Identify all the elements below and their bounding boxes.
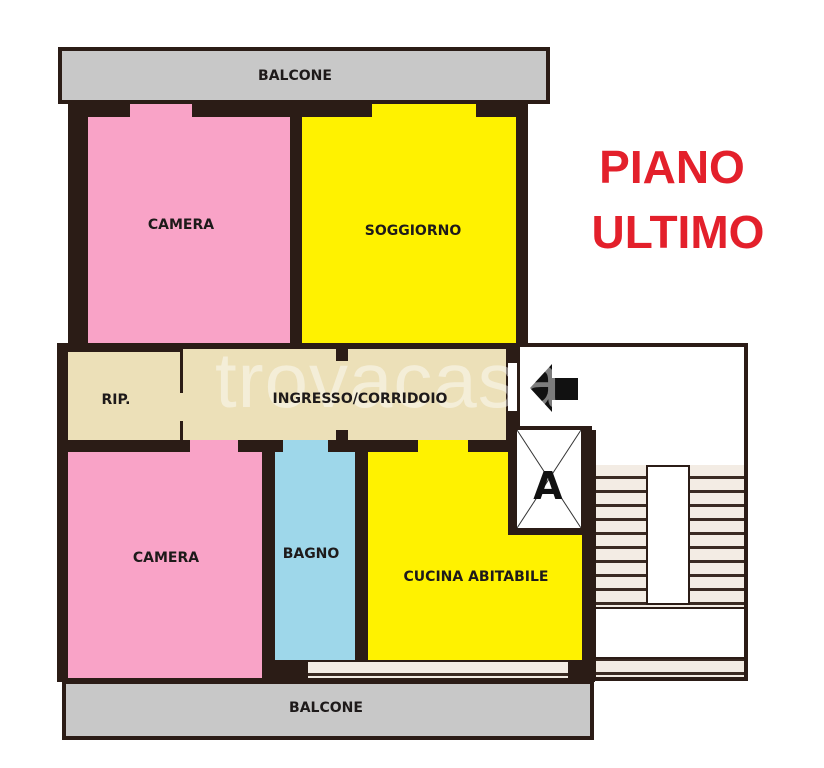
elevator-label: A	[533, 464, 563, 508]
wall-stub	[336, 430, 348, 440]
hall-label: INGRESSO/CORRIDOIO	[272, 391, 448, 407]
bathroom-label: BAGNO	[282, 546, 340, 562]
balcony-top-label: BALCONE	[258, 68, 332, 84]
elevator-icon	[517, 430, 581, 528]
kitchen-label: CUCINA ABITABILE	[403, 569, 549, 585]
storage-room	[68, 352, 180, 440]
bedroom-bottom	[68, 452, 262, 678]
balcony-top	[58, 47, 550, 104]
door-bedroom-bottom	[190, 440, 238, 454]
kitchen	[368, 452, 508, 660]
hall	[183, 349, 506, 440]
living-room	[302, 117, 516, 345]
entrance-door	[507, 362, 518, 412]
bathroom	[275, 452, 355, 660]
wall-stub	[336, 349, 348, 361]
stair-core	[646, 465, 690, 605]
stair-wall	[588, 430, 596, 680]
stair-landing	[596, 607, 744, 659]
title-line-2: ULTIMO	[591, 206, 765, 258]
balcony-bottom	[62, 680, 594, 740]
window-sill-hatch	[308, 662, 568, 678]
storage-door	[178, 393, 186, 421]
window-bedroom-top	[130, 104, 192, 118]
title-line-1: PIANO	[599, 141, 745, 193]
door-kitchen	[418, 440, 468, 454]
door-bathroom	[283, 440, 328, 454]
living-room-label: SOGGIORNO	[364, 223, 462, 239]
bedroom-top	[88, 117, 290, 343]
storage-label: RIP.	[101, 392, 131, 408]
bedroom-bottom-label: CAMERA	[132, 550, 200, 566]
balcony-bottom-label: BALCONE	[289, 700, 363, 716]
window-living	[372, 104, 476, 118]
kitchen-extension	[506, 535, 582, 660]
entrance-arrow-icon	[530, 364, 578, 412]
bedroom-top-label: CAMERA	[147, 217, 215, 233]
